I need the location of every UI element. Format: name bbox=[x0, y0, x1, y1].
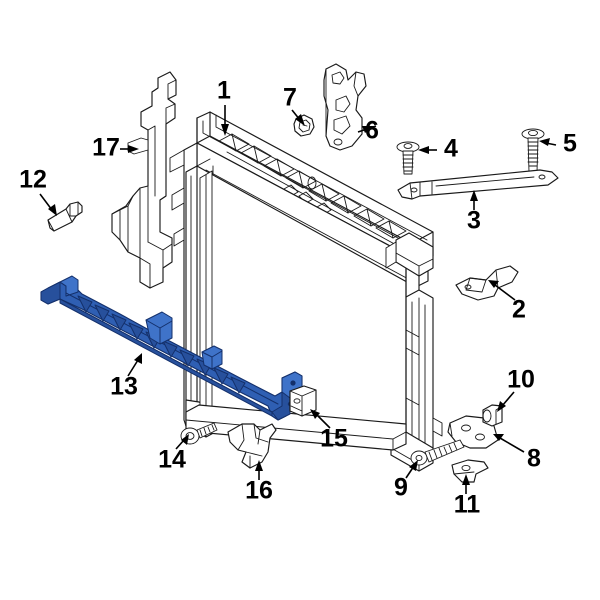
part-bolt-flange-long bbox=[521, 128, 545, 173]
callout-label-5: 5 bbox=[563, 130, 577, 158]
callout-label-7: 7 bbox=[283, 84, 297, 112]
callout-label-8: 8 bbox=[527, 445, 541, 473]
part-support-stay-rod bbox=[397, 169, 559, 200]
leader-lines bbox=[39, 105, 557, 494]
part-bumper-impact-bar-lower-highlighted bbox=[40, 275, 303, 421]
callout-label-2: 2 bbox=[512, 296, 526, 324]
part-air-deflector-side-panel bbox=[111, 71, 177, 289]
callout-label-3: 3 bbox=[467, 207, 481, 235]
part-clip-nut-plate bbox=[451, 459, 489, 483]
part-bracket-small-lower bbox=[227, 423, 277, 469]
part-bracket-right-lower bbox=[455, 265, 519, 301]
callout-label-1: 1 bbox=[217, 77, 231, 105]
part-nut-spacer bbox=[482, 404, 503, 427]
callout-label-17: 17 bbox=[92, 134, 120, 162]
callout-label-13: 13 bbox=[110, 373, 138, 401]
part-screw-tapping bbox=[410, 439, 465, 466]
callout-label-14: 14 bbox=[158, 446, 186, 474]
callout-label-16: 16 bbox=[245, 477, 273, 505]
callout-label-11: 11 bbox=[454, 491, 481, 519]
callout-label-4: 4 bbox=[444, 135, 458, 163]
callout-label-9: 9 bbox=[394, 474, 408, 502]
callout-label-12: 12 bbox=[19, 166, 47, 194]
part-retainer-clip bbox=[289, 385, 317, 417]
callout-label-6: 6 bbox=[365, 117, 379, 145]
part-rivet-push-pin bbox=[47, 201, 83, 232]
callout-label-10: 10 bbox=[507, 366, 535, 394]
callout-label-15: 15 bbox=[320, 425, 348, 453]
part-bracket-vertical-upper bbox=[323, 63, 367, 151]
part-radiator-support-frame bbox=[169, 111, 443, 472]
part-bolt-flange-short bbox=[396, 141, 420, 175]
